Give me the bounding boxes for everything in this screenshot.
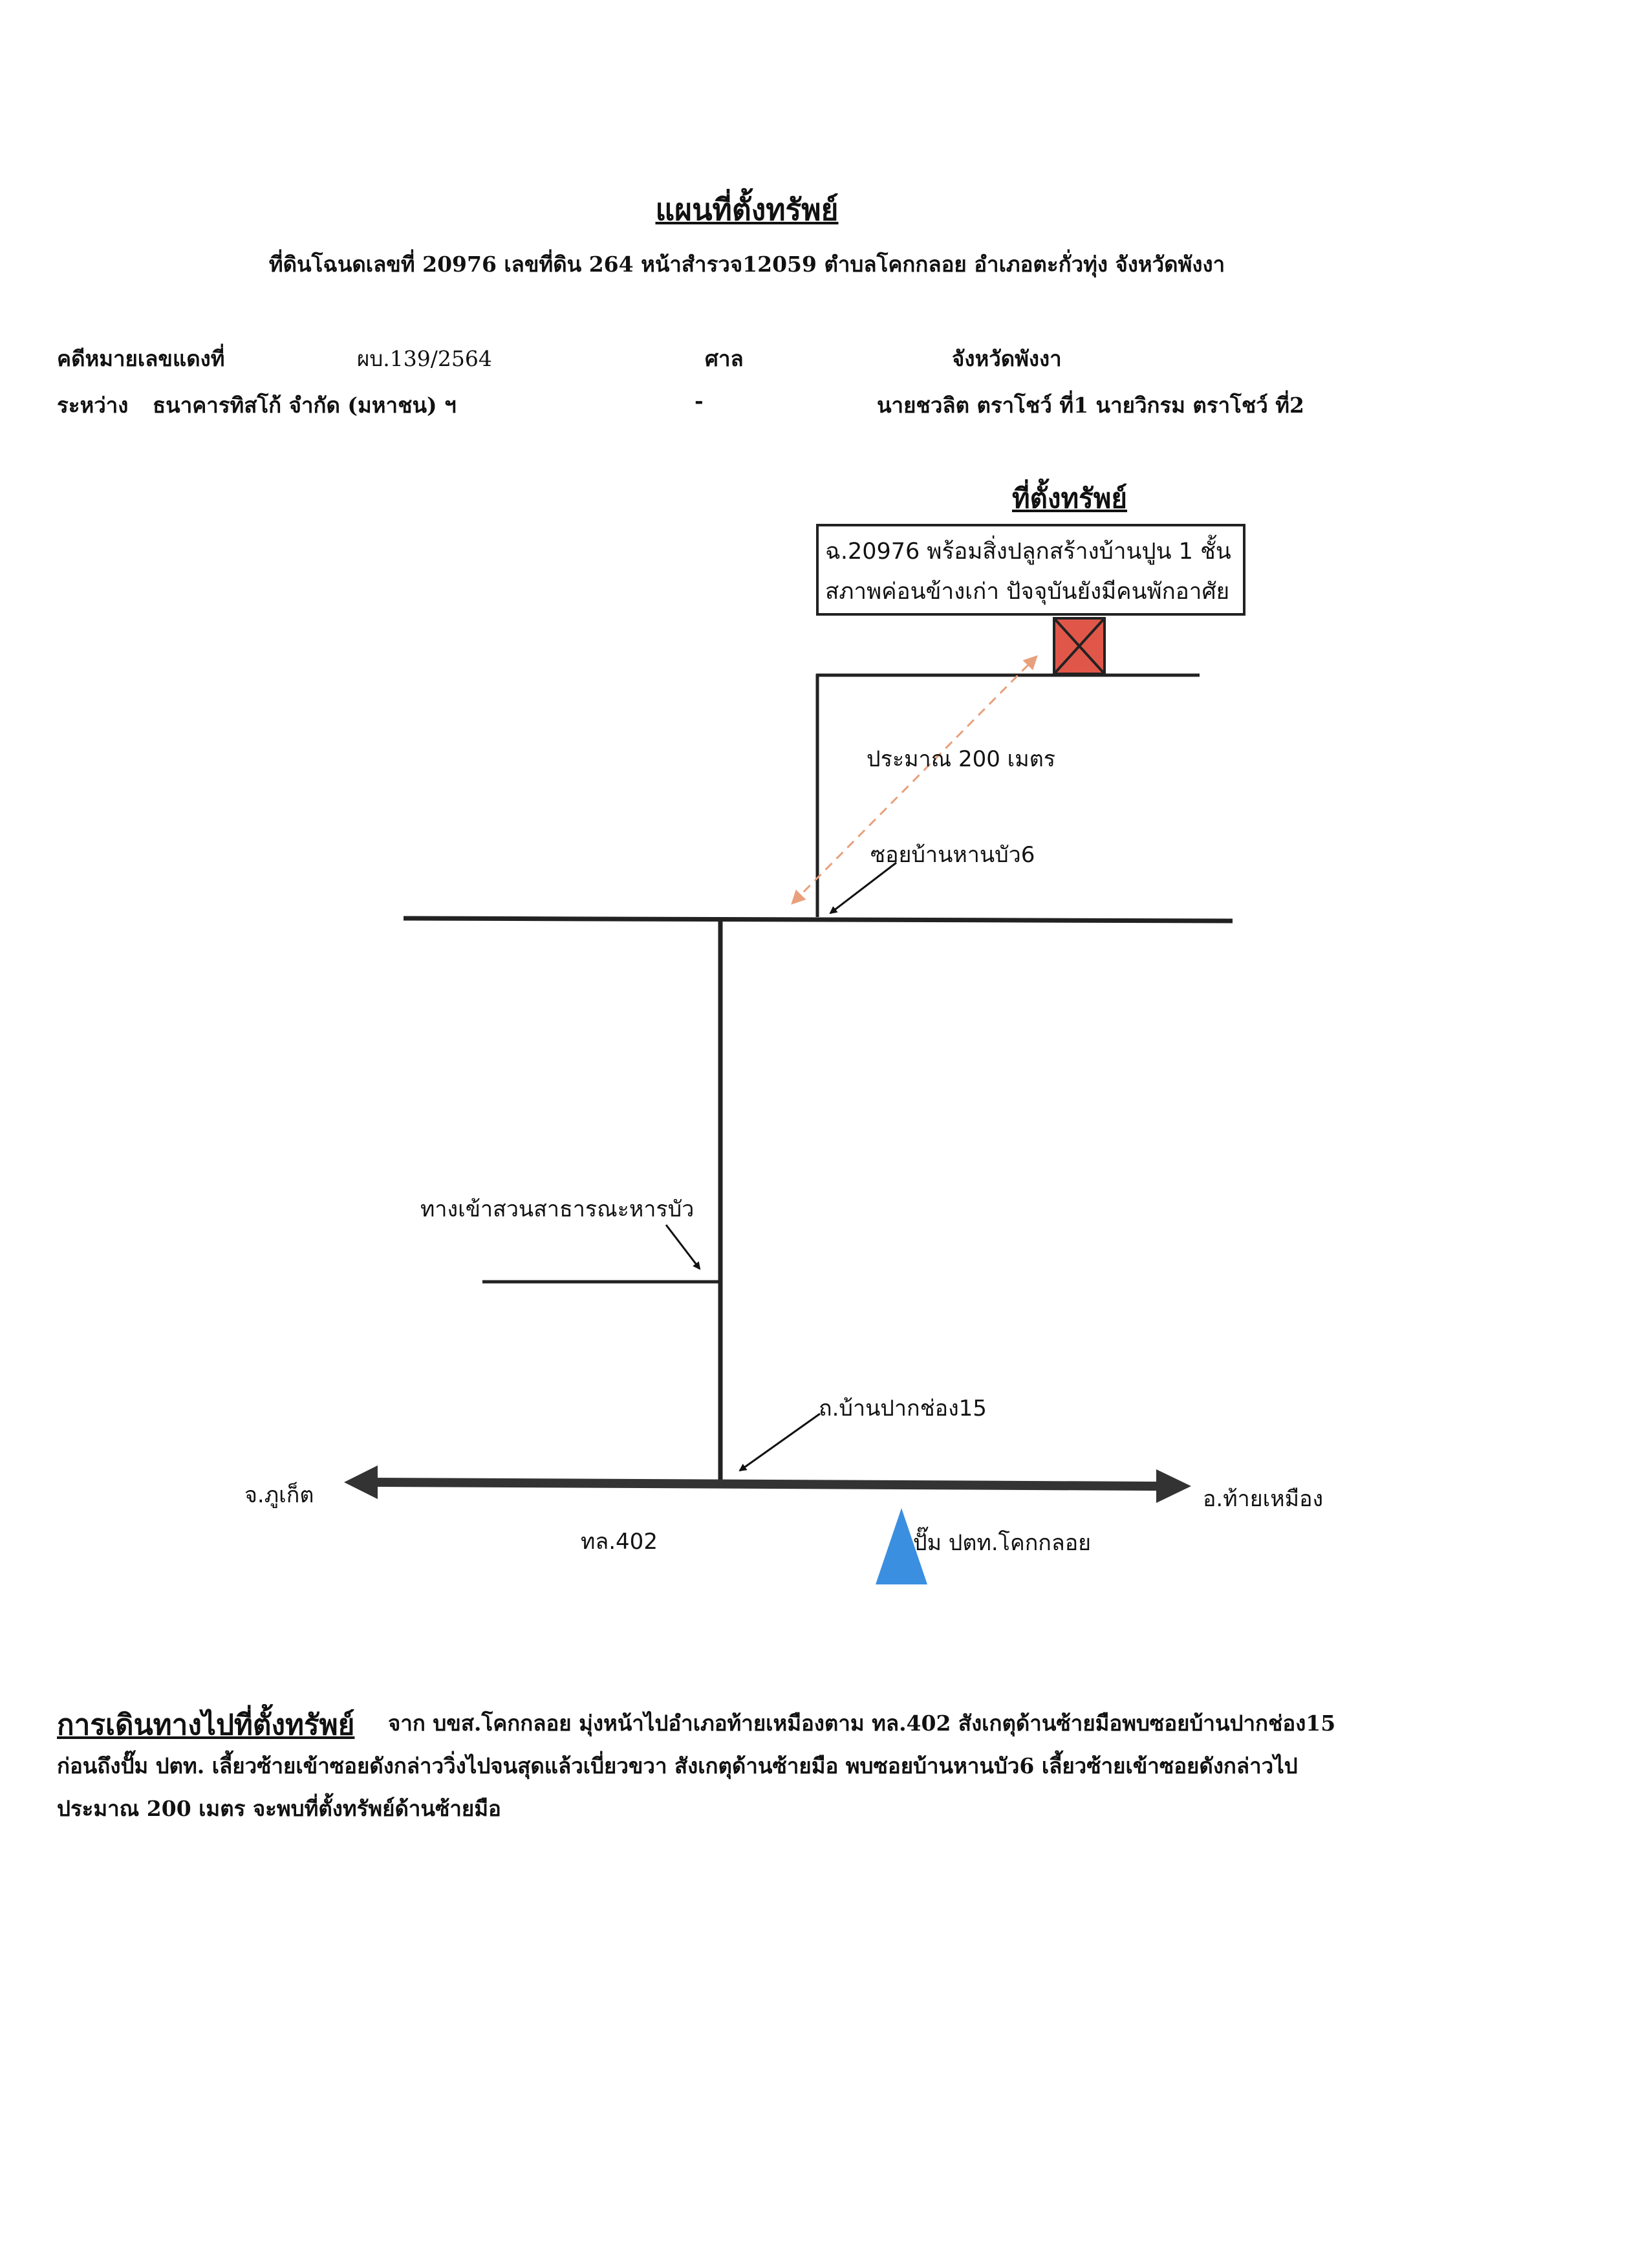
- road15-label: ถ.บ้านปากช่อง15: [819, 1396, 987, 1421]
- site-line-2: สภาพค่อนข้างเก่า ปัจจุบันยังมีคนพักอาศัย: [825, 579, 1230, 605]
- court-label: ศาล: [705, 346, 744, 371]
- park-pointer: [665, 1224, 701, 1270]
- park-label: ทางเข้าสวนสาธารณะหารบัว: [420, 1196, 695, 1222]
- house-marker: [1053, 617, 1106, 675]
- site-line-1: ฉ.20976 พร้อมสิ่งปลูกสร้างบ้านปูน 1 ชั้น: [825, 539, 1231, 565]
- soi-label: ซอยบ้านหานบัว6: [870, 842, 1035, 868]
- distance-label: ประมาณ 200 เมตร: [867, 746, 1056, 772]
- cross-road: [403, 916, 1233, 923]
- soi-pointer: [829, 861, 897, 914]
- site-heading: ที่ตั้งทรัพย์: [1012, 482, 1128, 514]
- highway-402: [344, 1465, 1191, 1503]
- pump-icon: [876, 1508, 927, 1584]
- page-subtitle: ที่ดินโฉนดเลขที่ 20976 เลขที่ดิน 264 หน้…: [268, 252, 1225, 277]
- directions-text: จาก บขส.โคกกลอย มุ่งหน้าไปอำเภอท้ายเหมือ…: [57, 1711, 1336, 1821]
- pump-label: ปั๊ม ปตท.โคกกลอย: [913, 1530, 1092, 1556]
- highway-label: ทล.402: [581, 1529, 658, 1555]
- plaintiff: ธนาคารทิสโก้ จำกัด (มหาชน) ฯ: [153, 393, 457, 418]
- party-separator: -: [695, 388, 704, 413]
- east-destination-label: อ.ท้ายเหมือง: [1203, 1486, 1324, 1512]
- case-number: ผบ.139/2564: [357, 346, 492, 371]
- defendants: นายชวลิต ตราโชว์ ที่1 นายวิกรม ตราโชว์ ท…: [877, 393, 1304, 418]
- distance-arrow: [791, 655, 1038, 905]
- west-destination-label: จ.ภูเก็ต: [244, 1482, 314, 1508]
- court-value: จังหวัดพังงา: [952, 346, 1062, 371]
- site-description-box: ฉ.20976 พร้อมสิ่งปลูกสร้างบ้านปูน 1 ชั้น…: [816, 524, 1245, 616]
- page-title: แผนที่ตั้งทรัพย์: [655, 192, 839, 227]
- between-label: ระหว่าง: [57, 393, 129, 418]
- case-label: คดีหมายเลขแดงที่: [57, 346, 225, 371]
- road15-pointer: [738, 1412, 821, 1472]
- directions-heading: การเดินทางไปที่ตั้งทรัพย์: [57, 1709, 355, 1742]
